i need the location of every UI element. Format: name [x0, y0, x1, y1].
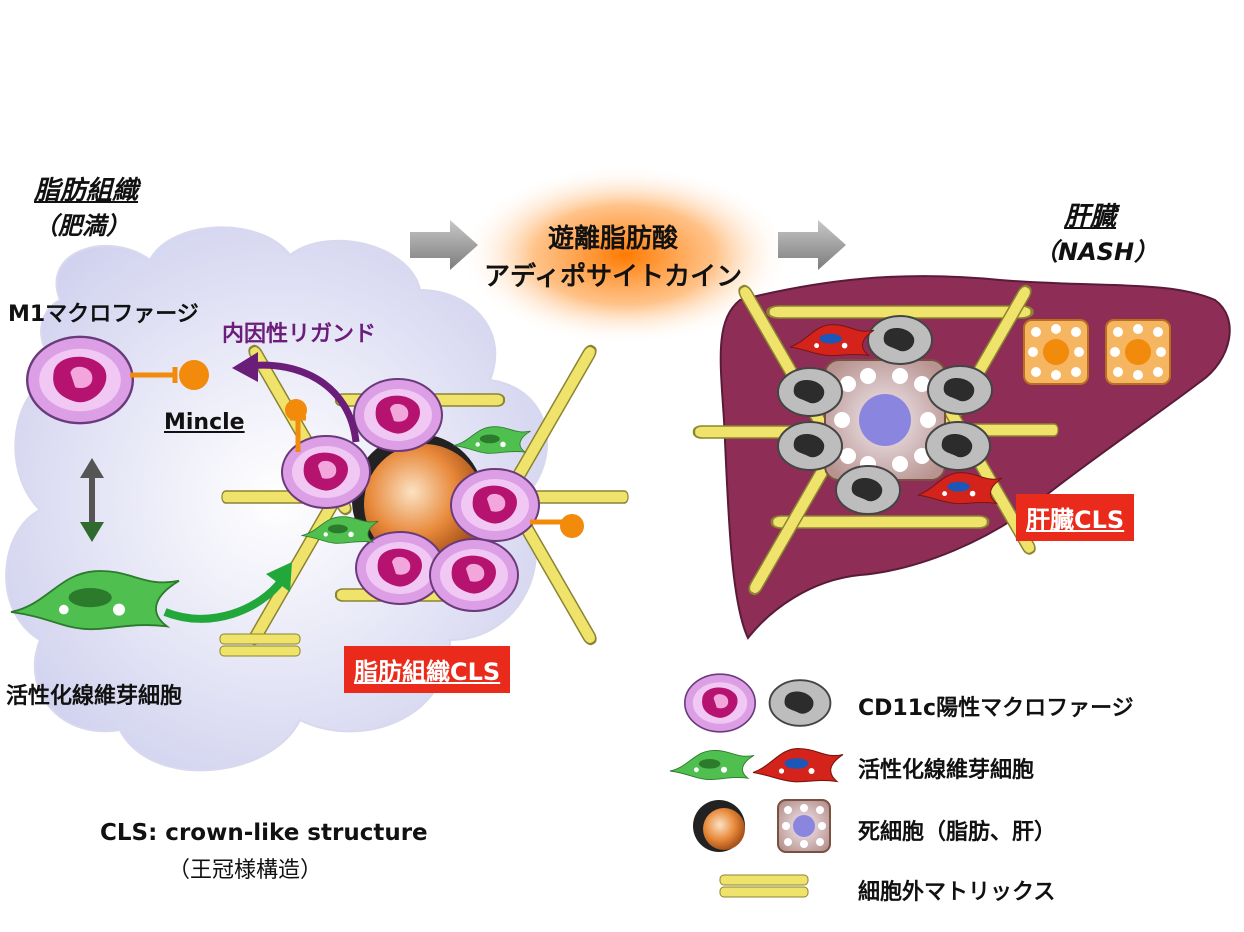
legend-icons: [669, 673, 844, 898]
legend-label-dead-cell: 死細胞（脂肪、肝）: [858, 820, 1057, 845]
adipose-subtitle: （肥満）: [34, 212, 130, 240]
secretion-glow: [460, 165, 790, 345]
activation-arrow: [163, 577, 286, 623]
adipose-matrix-bundle: [219, 633, 301, 657]
liver-subtitle: （NASH）: [1034, 238, 1159, 266]
mincle-label: Mincle: [164, 410, 245, 435]
m1-macrophage-label: M1マクロファージ: [8, 302, 199, 327]
center-line1: 遊離脂肪酸: [548, 224, 679, 254]
footnote-line2: （王冠様構造）: [168, 858, 323, 883]
adipose-cls-label: 脂肪組織CLS: [344, 646, 511, 693]
double-arrow: [80, 458, 104, 542]
m1-macrophage: [25, 335, 209, 425]
fibroblast-label: 活性化線維芽細胞: [6, 684, 183, 709]
adipose-title: 脂肪組織: [34, 176, 139, 206]
legend-label-fibroblast: 活性化線維芽細胞: [858, 758, 1035, 783]
mincle-receptor-cls: [285, 399, 584, 538]
legend-label-matrix: 細胞外マトリックス: [858, 880, 1056, 905]
arrow-center-to-liver: [778, 220, 846, 270]
ligand-arrow: [247, 361, 360, 443]
ligand-label: 内因性リガンド: [222, 322, 377, 347]
liver-dead-cell: [824, 359, 946, 481]
liver-cls-label: 肝臓CLS: [1016, 494, 1135, 541]
center-line2: アディポサイトカイン: [484, 262, 743, 292]
footnote-line1: CLS: crown-like structure: [100, 820, 428, 846]
arrow-adipose-to-center: [410, 220, 478, 270]
legend-label-macrophage: CD11c陽性マクロファージ: [858, 696, 1134, 721]
liver-title: 肝臓: [1064, 202, 1117, 232]
